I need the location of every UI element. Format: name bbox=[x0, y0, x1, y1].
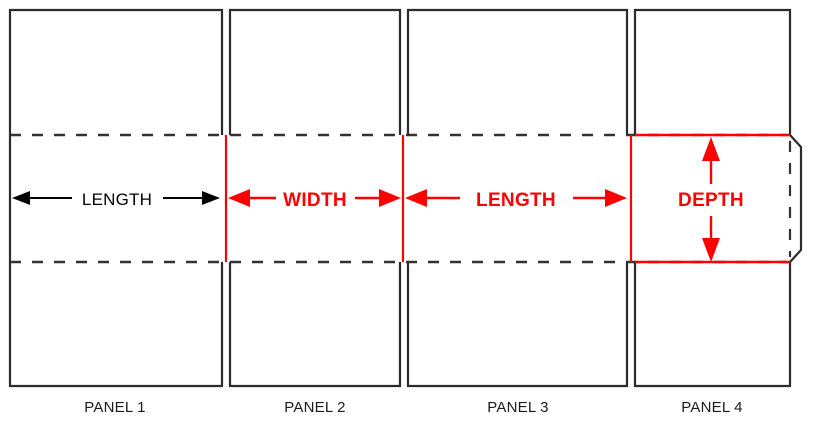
top-flap-panel-4 bbox=[633, 8, 792, 135]
panel-captions-group: PANEL 1 PANEL 2 PANEL 3 PANEL 4 bbox=[84, 399, 742, 416]
length-1-left-arrowhead bbox=[12, 191, 30, 205]
top-flap-panel-3 bbox=[406, 8, 629, 135]
dimension-label-width: WIDTH bbox=[283, 190, 347, 211]
bottom-flaps-group bbox=[8, 262, 792, 388]
dimension-depth-panel-4: DEPTH bbox=[678, 137, 744, 262]
panel-caption-1: PANEL 1 bbox=[84, 399, 145, 416]
dimension-length-panel-1: LENGTH bbox=[12, 190, 220, 209]
bottom-flap-panel-4 bbox=[633, 262, 792, 388]
bottom-flap-panel-3 bbox=[406, 262, 629, 388]
length-1-right-arrowhead bbox=[202, 191, 220, 205]
bottom-flap-panel-1 bbox=[8, 262, 224, 388]
length-2-right-arrowhead bbox=[605, 189, 627, 207]
panel-caption-3: PANEL 3 bbox=[487, 399, 548, 416]
dimension-length-panel-3: LENGTH bbox=[405, 189, 627, 211]
width-left-arrowhead bbox=[228, 189, 250, 207]
panel-caption-2: PANEL 2 bbox=[284, 399, 345, 416]
depth-down-arrowhead bbox=[702, 238, 720, 262]
dimension-label-length-1: LENGTH bbox=[82, 190, 152, 209]
length-2-left-arrowhead bbox=[405, 189, 427, 207]
top-flap-panel-2 bbox=[228, 8, 402, 135]
top-flap-panel-1 bbox=[8, 8, 224, 135]
depth-up-arrowhead bbox=[702, 137, 720, 161]
glue-flap-outline bbox=[789, 134, 803, 263]
glue-flap-group bbox=[788, 134, 803, 263]
top-flaps-group bbox=[8, 8, 792, 135]
dimension-label-depth: DEPTH bbox=[678, 190, 744, 211]
bottom-flap-panel-2 bbox=[228, 262, 402, 388]
dimension-label-length-2: LENGTH bbox=[476, 190, 556, 211]
width-right-arrowhead bbox=[379, 189, 401, 207]
panel-4-highlight-lines bbox=[635, 133, 790, 264]
dimension-width-panel-2: WIDTH bbox=[228, 189, 401, 211]
panel-caption-4: PANEL 4 bbox=[681, 399, 742, 416]
red-vertical-fold-lines bbox=[224, 135, 633, 262]
